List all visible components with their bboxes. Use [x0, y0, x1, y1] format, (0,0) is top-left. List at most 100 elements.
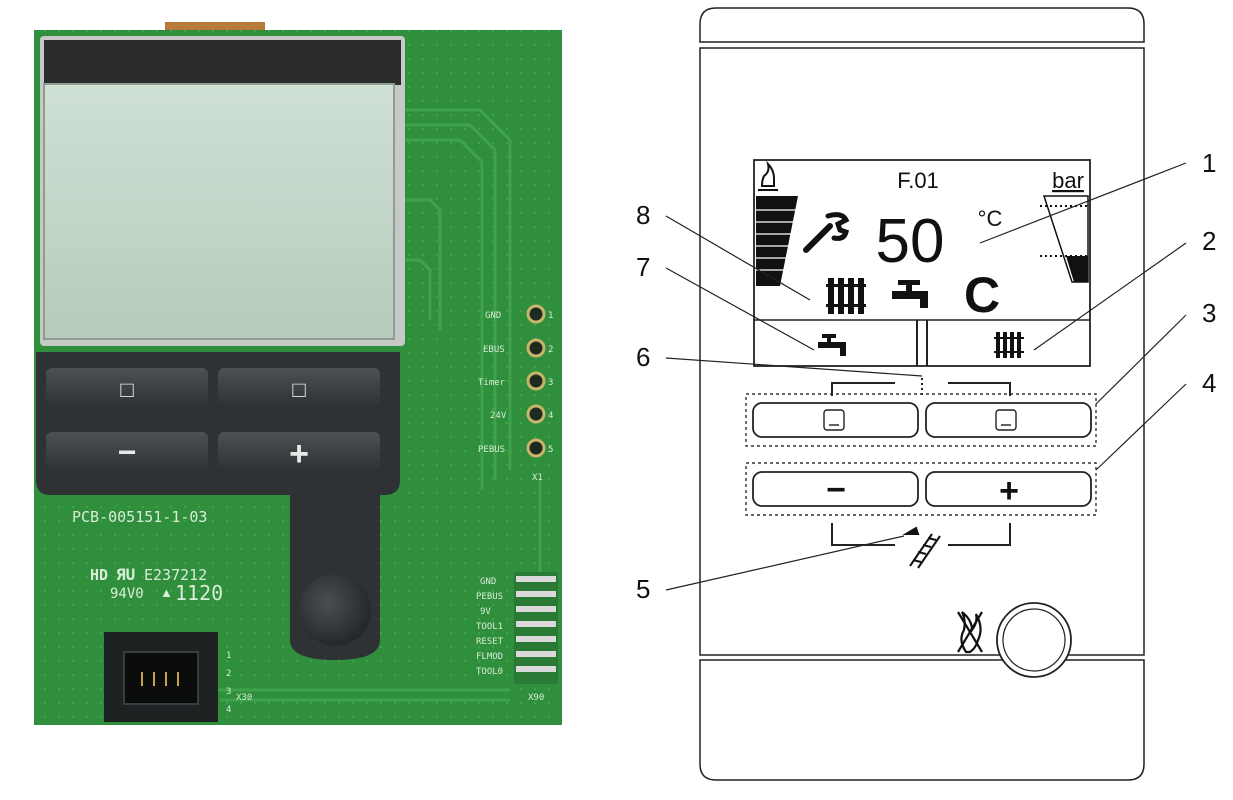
selection-keys-group	[745, 393, 1097, 447]
x1-pin-number: 3	[548, 378, 553, 388]
bracket-left	[831, 382, 895, 396]
lcd-top-cover	[44, 40, 401, 85]
x1-pin-name: 24V	[490, 411, 507, 421]
left-soft-key-icon	[823, 409, 845, 431]
minus-glyph: −	[826, 471, 846, 509]
chimney-sweep-icon	[902, 526, 941, 569]
panel-buttons: − +	[752, 402, 1092, 510]
radiator-icon	[826, 278, 866, 314]
pcb-minus-glyph: −	[118, 434, 137, 470]
x1-pin-number: 5	[548, 445, 553, 455]
housing-body	[699, 47, 1145, 656]
x30-pin-number: 1	[226, 651, 231, 661]
x30-pin-number: 2	[226, 669, 231, 679]
housing-bottom-cap	[699, 659, 1145, 781]
rj-socket-port	[123, 651, 199, 705]
bracket-right	[948, 382, 1011, 396]
right-soft-key-icon	[995, 409, 1017, 431]
pressure-gauge	[1040, 195, 1089, 283]
x90-pin	[516, 576, 556, 582]
callout-numbers: 1 2 3 4 5 6 7 8	[636, 148, 1216, 604]
leader-1	[979, 162, 1187, 244]
leader-5	[665, 535, 905, 591]
pcb-plus-glyph: +	[289, 435, 309, 473]
pcb-rating: 94V0	[110, 586, 144, 602]
wrench-icon	[803, 212, 850, 253]
x90-pin	[516, 606, 556, 612]
selection-brackets	[831, 378, 1011, 546]
burner-level-bar	[756, 196, 798, 286]
connector-x90: GND PEBUS 9V TOOL1 RESET FLMOD TOOL0 X90	[476, 572, 558, 703]
x90-housing	[514, 572, 558, 684]
callout-2: 2	[1202, 226, 1216, 256]
x90-pin-name: RESET	[476, 637, 504, 647]
x90-pin	[516, 636, 556, 642]
temperature-value: 50	[876, 207, 945, 276]
flame-fault-icon	[957, 611, 983, 654]
bracket-bottom-left	[831, 523, 895, 546]
x90-pin-name: TOOL1	[476, 622, 503, 632]
lcd-display: F.01 bar 50 °C C	[756, 160, 1089, 358]
connector-x1: GND 1 EBUS 2 Timer 3 24V 4 PEBUS	[478, 304, 553, 483]
leader-2	[1033, 242, 1187, 351]
left-selection-button[interactable]	[752, 402, 919, 438]
callout-8: 8	[636, 200, 650, 230]
leader-6	[665, 357, 923, 377]
minus-button[interactable]	[752, 471, 919, 507]
callout-5: 5	[636, 574, 650, 604]
x1-pin-name: EBUS	[483, 345, 505, 355]
tap-icon	[892, 280, 928, 308]
panel-drawing	[699, 7, 1145, 781]
keypad-rubber	[36, 352, 400, 660]
pcb-marking-hd: HD	[90, 566, 108, 584]
x90-pin	[516, 591, 556, 597]
leader-3	[1095, 314, 1187, 405]
x30-pin-number: 4	[226, 705, 231, 715]
plus-button[interactable]	[925, 471, 1092, 507]
x1-pin	[526, 371, 546, 391]
x1-pin	[526, 438, 546, 458]
x90-pin-name: TOOL0	[476, 667, 503, 677]
callout-leaders	[665, 162, 1187, 591]
leader-8	[665, 215, 811, 301]
plus-glyph: +	[999, 472, 1019, 510]
pcb-knob[interactable]	[299, 574, 371, 646]
temperature-unit: °C	[978, 206, 1003, 231]
pcb-button-right-1[interactable]	[218, 368, 380, 410]
reset-button-ring	[1002, 608, 1066, 672]
callout-1: 1	[1202, 148, 1216, 178]
x1-pin-name: Timer	[478, 378, 506, 388]
x1-pin	[526, 304, 546, 324]
pressure-unit: bar	[1052, 168, 1084, 193]
callout-3: 3	[1202, 298, 1216, 328]
right-selection-button[interactable]	[925, 402, 1092, 438]
housing-top-cap	[699, 7, 1145, 43]
x1-pin-name: PEBUS	[478, 445, 505, 455]
x1-pin-number: 2	[548, 345, 553, 355]
callout-4: 4	[1202, 368, 1216, 398]
x1-pin-number: 4	[548, 411, 553, 421]
reset-button[interactable]	[996, 602, 1072, 678]
connector-x1-label: X1	[532, 473, 543, 483]
pcb-button-plus[interactable]	[218, 432, 380, 474]
callout-7: 7	[636, 252, 650, 282]
flame-icon	[758, 160, 778, 191]
pcb-part-number: PCB-005151-1-03	[72, 508, 207, 526]
callout-6: 6	[636, 342, 650, 372]
ul-mark-icon: ЯU	[116, 565, 135, 584]
fault-code: F.01	[897, 168, 939, 193]
pcb-photo: □ □ − + PCB-005151-1-03 HD ЯU E237212 94…	[34, 22, 562, 725]
connector-x90-label: X90	[528, 693, 544, 703]
x1-pin-number: 1	[548, 311, 553, 321]
connector-x30-label: X30	[236, 693, 252, 703]
pcb-ul-code: E237212	[144, 566, 207, 584]
x90-pin-name: PEBUS	[476, 592, 503, 602]
pcb-button-left-1[interactable]	[46, 368, 208, 410]
pcb-button-right-1-glyph: □	[292, 377, 305, 402]
tap-icon-small	[818, 334, 846, 356]
leader-7	[665, 267, 815, 351]
x30-pin-number: 3	[226, 687, 231, 697]
radiator-icon-small	[994, 332, 1024, 358]
pcb-button-minus[interactable]	[46, 432, 208, 474]
